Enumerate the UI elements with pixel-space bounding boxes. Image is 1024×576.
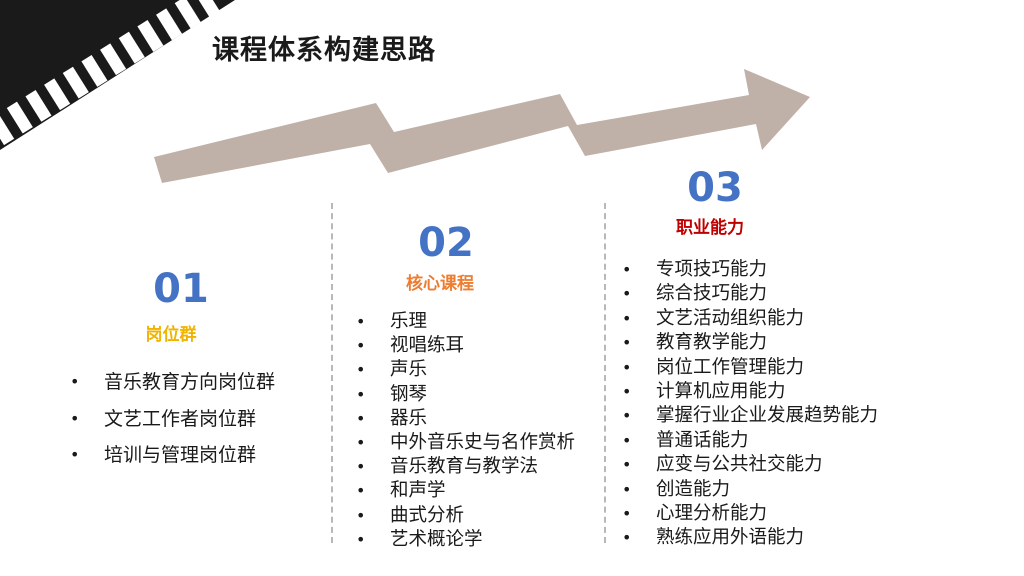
step-number-02: 02 [418, 220, 474, 266]
list-item: 曲式分析 [356, 504, 575, 528]
list-item: 音乐教育方向岗位群 [70, 364, 275, 401]
arrow-shape [154, 69, 810, 183]
column-divider-1 [331, 203, 333, 543]
list-item: 掌握行业企业发展趋势能力 [622, 404, 878, 429]
list-item: 和声学 [356, 479, 575, 503]
list-item: 钢琴 [356, 383, 575, 407]
list-item: 音乐教育与教学法 [356, 455, 575, 479]
step-label-core-courses: 核心课程 [406, 274, 474, 294]
list-item: 熟练应用外语能力 [622, 526, 878, 551]
list-item: 岗位工作管理能力 [622, 356, 878, 381]
list-item: 应变与公共社交能力 [622, 453, 878, 478]
page-title: 课程体系构建思路 [212, 35, 436, 66]
step-number-03: 03 [687, 165, 743, 211]
step-number-01: 01 [153, 266, 209, 312]
list-item: 创造能力 [622, 478, 878, 503]
list-item: 综合技巧能力 [622, 282, 878, 307]
list-item: 艺术概论学 [356, 528, 575, 552]
abilities-list: 专项技巧能力 综合技巧能力 文艺活动组织能力 教育教学能力 岗位工作管理能力 计… [622, 258, 878, 551]
list-item: 乐理 [356, 310, 575, 334]
column-divider-2 [604, 203, 606, 543]
step-label-abilities: 职业能力 [676, 218, 744, 238]
list-item: 文艺活动组织能力 [622, 307, 878, 332]
progress-arrow [154, 69, 810, 183]
list-item: 器乐 [356, 407, 575, 431]
list-item: 普通话能力 [622, 429, 878, 454]
list-item: 声乐 [356, 358, 575, 382]
jobs-list: 音乐教育方向岗位群 文艺工作者岗位群 培训与管理岗位群 [70, 364, 275, 474]
piano-keys-decoration [0, 0, 235, 150]
list-item: 中外音乐史与名作赏析 [356, 431, 575, 455]
list-item: 计算机应用能力 [622, 380, 878, 405]
list-item: 专项技巧能力 [622, 258, 878, 283]
list-item: 心理分析能力 [622, 502, 878, 527]
courses-list: 乐理 视唱练耳 声乐 钢琴 器乐 中外音乐史与名作赏析 音乐教育与教学法 和声学… [356, 310, 575, 552]
list-item: 培训与管理岗位群 [70, 437, 275, 474]
list-item: 教育教学能力 [622, 331, 878, 356]
list-item: 文艺工作者岗位群 [70, 401, 275, 438]
list-item: 视唱练耳 [356, 334, 575, 358]
step-label-jobs: 岗位群 [145, 325, 197, 345]
